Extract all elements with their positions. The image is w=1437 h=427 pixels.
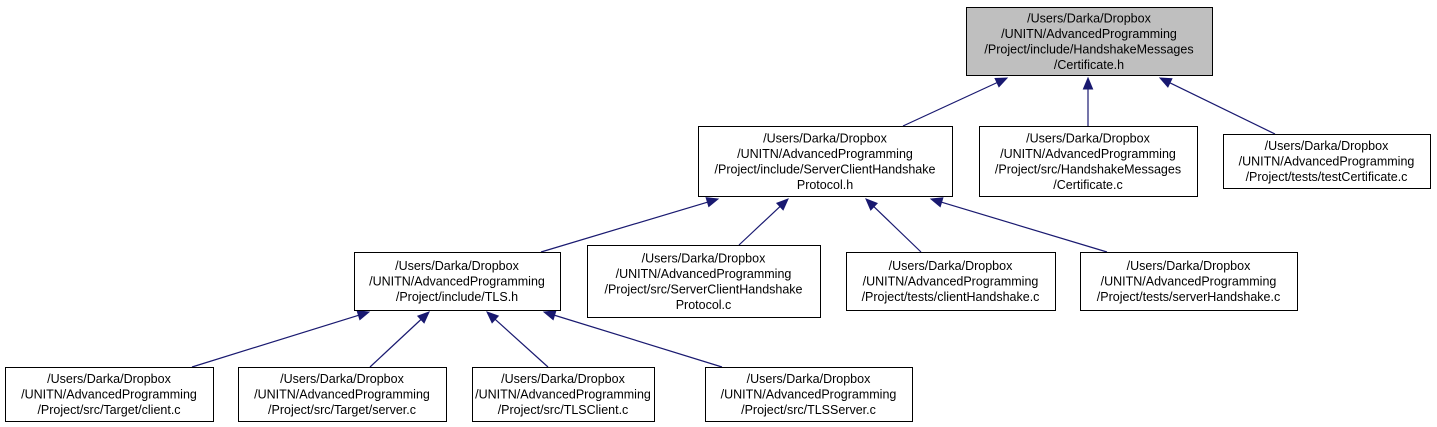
node-box (1223, 134, 1431, 189)
node-label-line: /Project/src/Target/client.c (37, 403, 180, 417)
node-label-line: /Users/Darka/Dropbox (889, 259, 1013, 273)
node-label-line: /Project/tests/clientHandshake.c (862, 290, 1040, 304)
file-node-certificate_c[interactable]: /Users/Darka/Dropbox/UNITN/AdvancedProgr… (979, 126, 1198, 197)
node-label-line: /UNITN/AdvancedProgramming (254, 388, 430, 402)
node-label-line: /Users/Darka/Dropbox (501, 372, 625, 386)
file-nodes: /Users/Darka/Dropbox/UNITN/AdvancedProgr… (5, 7, 1431, 422)
node-label-line: /Users/Darka/Dropbox (642, 251, 766, 265)
node-box (5, 367, 214, 422)
file-node-clienthandshake_c[interactable]: /Users/Darka/Dropbox/UNITN/AdvancedProgr… (846, 252, 1056, 311)
edge-line (941, 201, 1108, 253)
node-label-line: /Project/include/ServerClientHandshake (715, 162, 936, 176)
node-label-line: /Users/Darka/Dropbox (1027, 11, 1151, 25)
edge-tlsserver_c-to-tls_h (542, 310, 723, 368)
node-label-line: /Project/src/TLSServer.c (741, 403, 876, 417)
arrowhead-icon (775, 198, 789, 211)
arrowhead-icon (1158, 77, 1173, 88)
edge-serverclienthandshake_h-to-certificate_h (902, 77, 1009, 127)
node-label-line: /Project/src/TLSClient.c (498, 403, 629, 417)
edge-target_client_c-to-tls_h (191, 310, 371, 368)
node-box (238, 367, 447, 422)
edge-line (738, 206, 781, 246)
node-label-line: /UNITN/AdvancedProgramming (616, 267, 792, 281)
arrowhead-icon (356, 310, 371, 321)
node-label-line: /UNITN/AdvancedProgramming (1000, 147, 1176, 161)
file-node-serverclienthandshake_h[interactable]: /Users/Darka/Dropbox/UNITN/AdvancedProgr… (698, 126, 953, 197)
file-node-tlsserver_c[interactable]: /Users/Darka/Dropbox/UNITN/AdvancedProgr… (705, 367, 913, 422)
edge-line (494, 318, 549, 368)
node-label-line: /Project/include/TLS.h (396, 290, 518, 304)
file-node-target_server_c[interactable]: /Users/Darka/Dropbox/UNITN/AdvancedProgr… (238, 367, 447, 422)
edge-testcertificate_c-to-certificate_h (1158, 77, 1276, 135)
file-node-testcertificate_c[interactable]: /Users/Darka/Dropbox/UNITN/AdvancedProgr… (1223, 134, 1431, 189)
node-label-line: /UNITN/AdvancedProgramming (21, 388, 197, 402)
arrowhead-icon (542, 310, 557, 321)
node-label-line: Protocol.h (797, 178, 853, 192)
node-label-line: /UNITN/AdvancedProgramming (475, 388, 651, 402)
edge-line (191, 314, 359, 368)
node-label-line: /Project/tests/serverHandshake.c (1097, 290, 1280, 304)
file-node-certificate_h[interactable]: /Users/Darka/Dropbox/UNITN/AdvancedProgr… (966, 7, 1213, 76)
edge-line (369, 319, 422, 368)
file-node-tls_h[interactable]: /Users/Darka/Dropbox/UNITN/AdvancedProgr… (354, 252, 561, 311)
node-label-line: /Users/Darka/Dropbox (747, 372, 871, 386)
node-box (979, 126, 1198, 197)
arrowhead-icon (486, 311, 500, 324)
node-label-line: /UNITN/AdvancedProgramming (1239, 155, 1415, 169)
file-node-target_client_c[interactable]: /Users/Darka/Dropbox/UNITN/AdvancedProgr… (5, 367, 214, 422)
node-label-line: /UNITN/AdvancedProgramming (721, 388, 897, 402)
node-label-line: /UNITN/AdvancedProgramming (1101, 275, 1277, 289)
node-label-line: /UNITN/AdvancedProgramming (737, 147, 913, 161)
node-label-line: /UNITN/AdvancedProgramming (863, 275, 1039, 289)
arrowhead-icon (994, 77, 1009, 88)
node-label-line: Protocol.c (676, 298, 732, 312)
arrowhead-icon (929, 197, 944, 208)
node-label-line: /Project/src/ServerClientHandshake (605, 282, 803, 296)
arrowhead-icon (865, 198, 878, 211)
node-label-line: /Users/Darka/Dropbox (763, 131, 887, 145)
edge-target_server_c-to-tls_h (369, 311, 430, 368)
node-label-line: /Certificate.h (1054, 58, 1124, 72)
edge-line (902, 82, 998, 127)
node-label-line: /Certificate.c (1053, 178, 1122, 192)
node-label-line: /UNITN/AdvancedProgramming (369, 275, 545, 289)
node-box (705, 367, 913, 422)
node-label-line: /Project/include/HandshakeMessages (984, 42, 1193, 56)
edge-serverclienthandshake_c-to-serverclienthandshake_h (738, 198, 789, 246)
node-label-line: /Users/Darka/Dropbox (395, 259, 519, 273)
node-label-line: /Users/Darka/Dropbox (280, 372, 404, 386)
node-box (472, 367, 655, 422)
arrowhead-icon (1082, 76, 1094, 90)
file-node-serverclienthandshake_c[interactable]: /Users/Darka/Dropbox/UNITN/AdvancedProgr… (587, 245, 821, 318)
node-box (698, 126, 953, 197)
edge-clienthandshake_c-to-serverclienthandshake_h (865, 198, 922, 253)
node-box (354, 252, 561, 311)
node-box (1080, 252, 1298, 311)
file-node-tlsclient_c[interactable]: /Users/Darka/Dropbox/UNITN/AdvancedProgr… (472, 367, 655, 422)
edge-line (540, 201, 708, 253)
node-label-line: /UNITN/AdvancedProgramming (1001, 27, 1177, 41)
node-label-line: /Users/Darka/Dropbox (1265, 139, 1389, 153)
node-label-line: /Users/Darka/Dropbox (47, 372, 171, 386)
node-box (587, 245, 821, 318)
arrowhead-icon (705, 197, 720, 208)
node-box (846, 252, 1056, 311)
node-label-line: /Project/src/Target/server.c (268, 403, 416, 417)
node-box (966, 7, 1213, 76)
edge-line (1169, 82, 1276, 135)
edge-certificate_c-to-certificate_h (1082, 76, 1094, 126)
arrowhead-icon (416, 311, 430, 324)
edge-tls_h-to-serverclienthandshake_h (540, 197, 720, 253)
node-label-line: /Users/Darka/Dropbox (1026, 131, 1150, 145)
node-label-line: /Users/Darka/Dropbox (1127, 259, 1251, 273)
node-label-line: /Project/tests/testCertificate.c (1246, 170, 1408, 184)
edge-line (873, 206, 922, 253)
edge-line (554, 314, 723, 368)
node-label-line: /Project/src/HandshakeMessages (995, 162, 1181, 176)
edge-serverhandshake_c-to-serverclienthandshake_h (929, 197, 1108, 253)
dependency-edges (191, 76, 1276, 368)
edge-tlsclient_c-to-tls_h (486, 311, 549, 368)
file-node-serverhandshake_c[interactable]: /Users/Darka/Dropbox/UNITN/AdvancedProgr… (1080, 252, 1298, 311)
